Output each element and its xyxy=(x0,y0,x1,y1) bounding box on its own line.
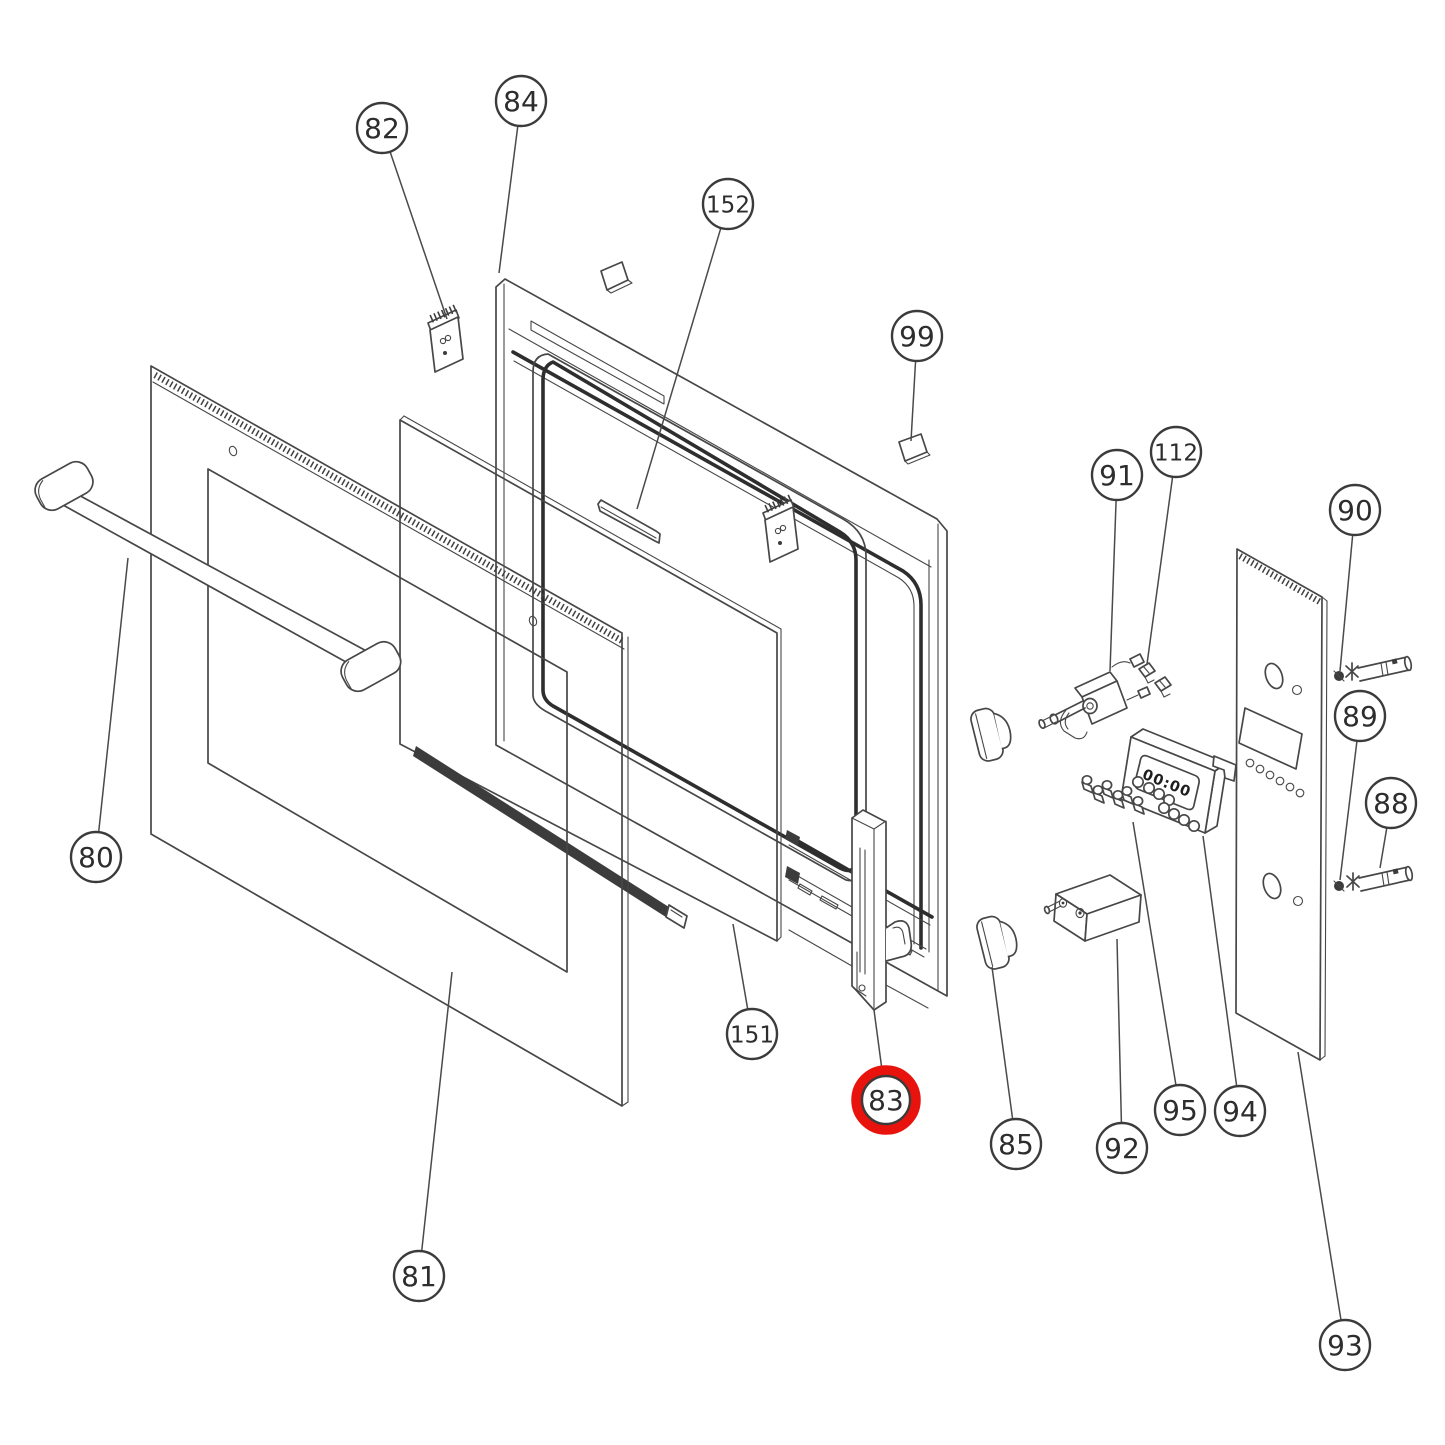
part-80-handle xyxy=(34,460,402,693)
part-95-push-buttons xyxy=(1081,774,1145,815)
callout-circle xyxy=(1095,1121,1149,1175)
callout-circle xyxy=(989,1117,1043,1171)
callout-circle xyxy=(355,101,409,155)
callout-circle xyxy=(1149,425,1203,479)
leader-line xyxy=(991,966,1017,1145)
callout-90: 90 xyxy=(1328,483,1382,672)
leader-line xyxy=(418,971,453,1277)
part-85-knob-bottom xyxy=(974,911,1023,972)
callout-label: 152 xyxy=(706,192,750,218)
callout-circle xyxy=(69,830,123,884)
callout-circle xyxy=(1090,448,1144,502)
callout-circle xyxy=(1153,1083,1207,1137)
push-button xyxy=(1132,795,1145,815)
callout-91: 91 xyxy=(1090,448,1144,672)
part-85-knob-top xyxy=(970,707,1012,762)
part-84-inner-door-frame xyxy=(427,261,948,1009)
part-83-hinge xyxy=(851,809,913,1011)
part-81-outer-glass xyxy=(150,365,629,1107)
callout-81: 81 xyxy=(392,971,453,1303)
clip-99 xyxy=(898,433,931,465)
callout-label: 90 xyxy=(1337,494,1373,527)
callout-89: 89 xyxy=(1333,689,1387,881)
callout-label: 93 xyxy=(1327,1329,1363,1362)
door-seal-strip xyxy=(413,746,688,929)
callout-label: 88 xyxy=(1373,787,1409,820)
callout-label: 85 xyxy=(998,1128,1034,1161)
callout-label: 83 xyxy=(868,1084,904,1117)
part-90-screw-top xyxy=(1333,670,1345,682)
callout-circle xyxy=(1328,483,1382,537)
callout-label: 91 xyxy=(1099,459,1135,492)
push-button xyxy=(1101,779,1114,799)
callout-circle xyxy=(494,74,548,128)
callout-layer: 80 81 82 83 84 85 88 89 90 91 92 93 94 95 99 112 151 152 xyxy=(69,74,1418,1372)
part-152-retainer-strip xyxy=(597,499,661,544)
part-89-screw-bottom xyxy=(1333,880,1345,892)
callout-152: 152 xyxy=(636,177,755,510)
callout-label: 92 xyxy=(1104,1132,1140,1165)
callout-label: 95 xyxy=(1162,1094,1198,1127)
callout-85: 85 xyxy=(989,966,1043,1171)
leader-line xyxy=(381,127,448,320)
callout-99: 99 xyxy=(890,309,944,442)
callout-label: 80 xyxy=(78,841,114,874)
callout-84: 84 xyxy=(494,74,548,274)
part-91-switch xyxy=(1038,653,1151,740)
callout-label: 112 xyxy=(1154,440,1198,466)
part-94-timer: 00:00 xyxy=(1120,728,1237,834)
leader-line xyxy=(1146,451,1177,665)
callout-circle xyxy=(1318,1318,1372,1372)
part-112-clips xyxy=(1138,662,1172,698)
retaining-clip-82 xyxy=(427,304,464,373)
callout-93: 93 xyxy=(1297,1051,1372,1372)
callout-112: 112 xyxy=(1146,425,1203,665)
leader-line xyxy=(95,557,129,858)
callout-label: 84 xyxy=(503,85,539,118)
callout-83-highlighted: 83 xyxy=(851,1009,921,1135)
leader-line xyxy=(1297,1051,1346,1346)
leader-line xyxy=(1132,821,1181,1111)
callout-circle xyxy=(1213,1084,1267,1138)
callout-82: 82 xyxy=(355,101,448,320)
callout-label: 99 xyxy=(899,320,935,353)
leader-line xyxy=(1339,715,1361,881)
callout-95: 95 xyxy=(1132,821,1207,1137)
part-92-relay xyxy=(1043,874,1142,942)
leader-line xyxy=(1109,474,1118,672)
leader-line xyxy=(1202,835,1241,1112)
frame-top-clip xyxy=(600,261,633,294)
callout-circle xyxy=(392,1249,446,1303)
leader-line xyxy=(1339,509,1356,672)
part-93-control-panel xyxy=(1235,548,1328,1061)
callout-label: 94 xyxy=(1222,1095,1258,1128)
part-151-middle-glass xyxy=(399,415,782,942)
callout-label: 82 xyxy=(364,112,400,145)
leader-line xyxy=(1116,938,1123,1149)
callout-92: 92 xyxy=(1095,938,1149,1175)
callout-label: 81 xyxy=(401,1260,437,1293)
callout-80: 80 xyxy=(69,557,129,884)
spacer-top xyxy=(1345,655,1413,682)
callout-circle xyxy=(701,177,755,231)
callout-88: 88 xyxy=(1364,776,1418,869)
leader-line xyxy=(498,100,522,274)
part-88-spacer-bottom xyxy=(1346,865,1414,892)
callout-circle xyxy=(890,309,944,363)
callout-151: 151 xyxy=(725,923,779,1061)
callout-circle xyxy=(1364,776,1418,830)
callout-label: 89 xyxy=(1342,700,1378,733)
leader-line xyxy=(636,203,729,510)
callout-circle xyxy=(725,1007,779,1061)
retaining-clip-right xyxy=(762,494,799,563)
callout-circle xyxy=(860,1074,912,1126)
callout-label: 151 xyxy=(730,1022,774,1048)
callout-circle xyxy=(1333,689,1387,743)
push-button xyxy=(1081,774,1094,794)
callout-94: 94 xyxy=(1202,835,1267,1138)
